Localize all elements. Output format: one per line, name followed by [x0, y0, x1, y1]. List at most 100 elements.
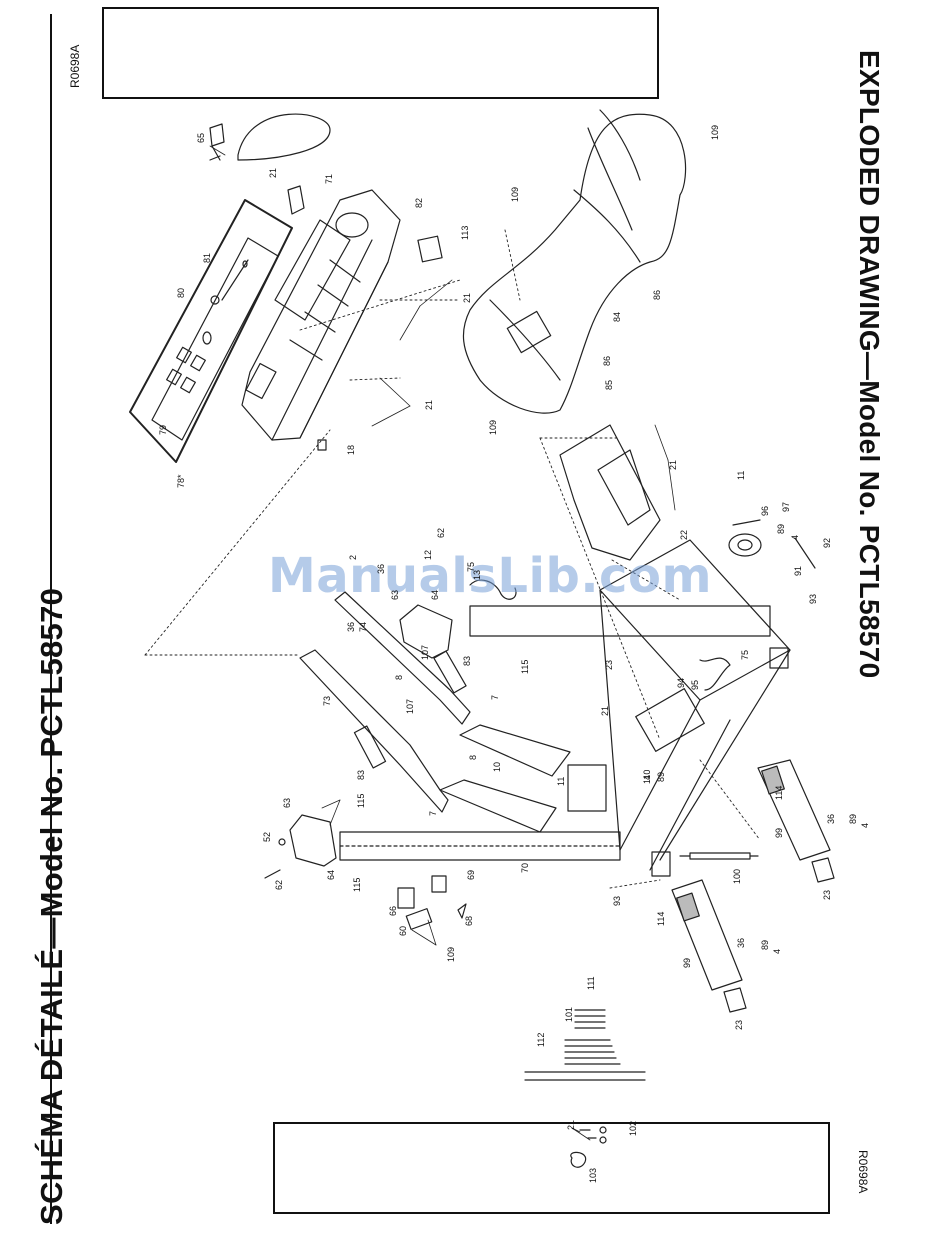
incline-leg-right: [757, 759, 835, 883]
part-label-7b: 7: [428, 810, 438, 816]
motor-hood: [462, 109, 687, 414]
console-housing: [241, 189, 401, 441]
part-label-23b: 23: [822, 889, 832, 900]
hardware-box-bottom: [273, 1122, 830, 1214]
part-label-83a: 83: [462, 655, 472, 666]
part-label-100: 100: [732, 868, 742, 884]
part-label-4c: 4: [860, 822, 870, 828]
part-label-115c: 115: [352, 877, 362, 892]
part-label-11b: 11: [736, 470, 746, 480]
part-label-86a: 86: [652, 289, 662, 300]
part-label-93b: 93: [612, 895, 622, 906]
part-label-12: 12: [423, 549, 433, 560]
part-label-36c: 36: [826, 813, 836, 824]
part-label-21c: 21: [424, 399, 434, 410]
leader-lines: [209, 145, 676, 1141]
part-label-7a: 7: [490, 694, 500, 700]
part-label-62a: 62: [436, 527, 446, 538]
part-label-96: 96: [760, 505, 770, 516]
box-hardware: [570, 1126, 607, 1168]
part-label-78: 78*: [176, 474, 186, 488]
part-label-109c: 109: [488, 419, 498, 435]
part-label-114a: 114: [774, 785, 784, 800]
part-label-73: 73: [322, 695, 332, 706]
part-label-23a: 23: [604, 659, 614, 670]
part-label-21e: 21: [600, 705, 610, 716]
incline-leg-left: [671, 879, 747, 1013]
part-label-93a: 93: [808, 593, 818, 604]
handrail-2: [334, 591, 471, 725]
part-label-109a: 109: [510, 186, 520, 202]
part-label-89b: 89: [656, 771, 666, 782]
part-label-18: 18: [346, 444, 356, 455]
part-label-75b: 75: [740, 649, 750, 660]
part-label-102: 102: [628, 1120, 638, 1136]
part-label-94: 94: [676, 677, 686, 688]
part-label-112: 112: [536, 1032, 546, 1047]
part-label-65: 65: [196, 132, 206, 143]
part-label-113: 113: [460, 225, 470, 240]
part-label-114b: 114: [656, 911, 666, 926]
part-label-107a: 107: [420, 644, 430, 660]
part-label-11a: 11: [556, 776, 566, 786]
part-label-110: 110: [642, 769, 652, 784]
part-label-60: 60: [398, 925, 408, 936]
parts-note-box-top: [102, 7, 659, 99]
treadmill-frame: [567, 539, 791, 877]
part-label-8b: 8: [468, 754, 478, 760]
motor-guard: [559, 424, 661, 561]
part-label-85: 85: [604, 379, 614, 390]
part-label-36b: 36: [346, 621, 356, 632]
part-label-22: 22: [679, 529, 689, 540]
part-label-21f: 21: [566, 1119, 576, 1130]
part-label-99b: 99: [682, 957, 692, 968]
part-label-97: 97: [781, 501, 791, 512]
manualslib-watermark: ManualsLib.com: [268, 548, 712, 604]
part-label-2: 2: [348, 554, 358, 560]
part-label-71: 71: [324, 173, 334, 184]
part-label-62b: 62: [274, 879, 284, 890]
upright-right: [469, 605, 771, 637]
part-label-95: 95: [690, 679, 700, 690]
part-label-21a: 21: [268, 167, 278, 178]
part-label-89d: 89: [760, 939, 770, 950]
part-label-21b: 21: [462, 292, 472, 303]
wire-harness: [469, 579, 731, 691]
part-label-91: 91: [793, 565, 803, 576]
part-label-64a: 64: [430, 589, 440, 600]
handrail-73: [299, 649, 449, 813]
part-label-70: 70: [520, 862, 530, 873]
part-label-81: 81: [202, 252, 212, 263]
part-label-36a: 36: [376, 563, 386, 574]
part-label-82: 82: [414, 197, 424, 208]
part-label-115b: 115: [356, 793, 366, 808]
part-label-99a: 99: [774, 827, 784, 838]
part-label-10: 10: [492, 761, 502, 772]
part-label-21d: 21: [668, 459, 678, 470]
part-label-89c: 89: [848, 813, 858, 824]
brackets-83: [353, 650, 467, 769]
gas-cylinder: [679, 852, 759, 860]
part-label-89a: 89: [776, 523, 786, 534]
motor-pulley: [728, 519, 816, 569]
part-label-23c: 23: [734, 1019, 744, 1030]
part-label-79: 79: [158, 424, 168, 435]
part-label-69: 69: [466, 869, 476, 880]
part-label-68: 68: [464, 915, 474, 926]
part-label-63b: 63: [282, 797, 292, 808]
part-label-52: 52: [262, 831, 272, 842]
end-caps: [264, 604, 453, 879]
left-border-rule: [50, 14, 52, 1224]
part-label-64b: 64: [326, 869, 336, 880]
console-mount-parts: [397, 875, 467, 930]
part-label-63a: 63: [390, 589, 400, 600]
part-label-111: 111: [586, 976, 596, 990]
assembly-dash-lines: [144, 229, 761, 889]
arm-cover-10: [439, 724, 571, 833]
part-label-109d: 109: [446, 946, 456, 962]
part-label-107b: 107: [405, 698, 415, 714]
console-small-parts: [209, 113, 443, 451]
